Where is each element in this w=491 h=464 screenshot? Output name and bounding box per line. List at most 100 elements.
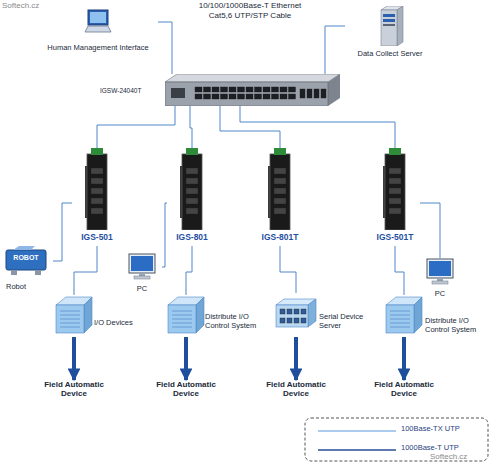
industrial-switch: IGS-501T [370, 148, 420, 246]
switch-part [280, 94, 287, 99]
ind-part [91, 168, 103, 174]
network-cable [53, 203, 72, 261]
ind-part [274, 198, 286, 204]
cable-note: Cat5,6 UTP/STP Cable [140, 11, 360, 20]
ind-part [186, 208, 198, 214]
laptop-node: Human Management Interface [38, 8, 158, 60]
ind-part [186, 188, 198, 194]
pc-icon [127, 253, 157, 281]
io-device-node: I/O Devices [50, 295, 145, 337]
switch-part [307, 89, 312, 98]
switch-part [229, 87, 236, 92]
switch-part [229, 94, 236, 99]
node-label: Field Automatic Device [256, 380, 336, 398]
switch-part [238, 94, 245, 99]
server-part [383, 24, 395, 26]
server-part [383, 19, 395, 22]
serial-part [276, 305, 308, 327]
pc-part [127, 253, 157, 281]
pc-part [139, 273, 145, 276]
watermark-text: Softech.cz [430, 452, 490, 461]
laptop-part [88, 10, 108, 25]
cube-part [414, 297, 422, 333]
node-label: Robot [6, 283, 53, 292]
ind-part [180, 148, 204, 230]
cube-icon [384, 295, 424, 335]
switch-part [255, 87, 262, 92]
switch-part [212, 87, 219, 92]
industrial-switch: IGS-801 [167, 148, 217, 246]
server-node: Data Collect Server [345, 6, 435, 60]
ind-part [91, 198, 103, 204]
pc-node: PC [420, 258, 460, 303]
ind-part [274, 208, 286, 214]
node-label: PC [420, 290, 460, 299]
legend-text: 1000Base-T UTP [401, 444, 487, 453]
node-label: IGSW-24040T [100, 87, 164, 94]
pc-node: PC [122, 253, 162, 298]
laptop-part [83, 8, 113, 36]
cube-part [386, 305, 414, 333]
field-device-label: Field Automatic Device [146, 380, 226, 406]
node-label: Field Automatic Device [146, 380, 226, 398]
serial-part [287, 318, 292, 323]
ind-part [389, 198, 401, 204]
field-device-label: Field Automatic Device [364, 380, 444, 406]
pc-icon [425, 258, 455, 286]
industrial-switch: IGS-501 [72, 148, 122, 246]
node-label: IGS-501 [72, 233, 122, 243]
ind-part [182, 154, 202, 230]
robot-part [13, 246, 35, 250]
cube-icon [166, 295, 206, 335]
switch-icon [165, 74, 340, 106]
cube-icon [54, 295, 94, 335]
server-part [375, 6, 405, 46]
ind-part [383, 148, 407, 230]
io-system-node: Distribute I/O Control System [380, 295, 490, 337]
cube-part [196, 297, 204, 333]
robot-node: ROBOTRobot [3, 246, 53, 298]
switch-part [246, 94, 253, 99]
industrial-switch: IGS-801T [255, 148, 305, 246]
node-label: Serial Device Server [319, 313, 375, 330]
switch-part [246, 87, 253, 92]
node-label: PC [122, 285, 162, 294]
serial-part [274, 297, 318, 329]
switch-part [255, 94, 262, 99]
network-cable [186, 246, 192, 295]
server-part [383, 14, 395, 17]
network-cable [395, 246, 404, 295]
node-label: I/O Devices [94, 319, 145, 328]
network-cable [220, 106, 280, 148]
legend-text: 100Base-TX UTP [401, 425, 487, 434]
switch-part [165, 82, 328, 106]
ind-part [186, 168, 198, 174]
network-cable [162, 203, 167, 267]
switch-part [328, 74, 340, 106]
ind-part [186, 178, 198, 184]
ind-icon [180, 148, 204, 230]
ind-part [274, 178, 286, 184]
cube-part [84, 297, 92, 333]
switch-part [272, 94, 279, 99]
switch-part [300, 89, 305, 98]
ind-part [186, 148, 198, 155]
ind-part [270, 154, 290, 230]
node-label: Field Automatic Device [34, 380, 114, 398]
ind-part [389, 208, 401, 214]
ind-part [186, 198, 198, 204]
laptop-part [85, 26, 111, 32]
ind-part [389, 178, 401, 184]
ind-part [87, 154, 107, 230]
ind-part [274, 168, 286, 174]
pc-part [437, 278, 443, 281]
cube-part [384, 295, 424, 335]
ind-part [274, 148, 286, 155]
serial-part [308, 299, 316, 327]
pc-part [425, 258, 455, 286]
switch-part [195, 94, 202, 99]
ind-part [91, 208, 103, 214]
switch-part [165, 74, 340, 106]
ind-part [389, 188, 401, 194]
